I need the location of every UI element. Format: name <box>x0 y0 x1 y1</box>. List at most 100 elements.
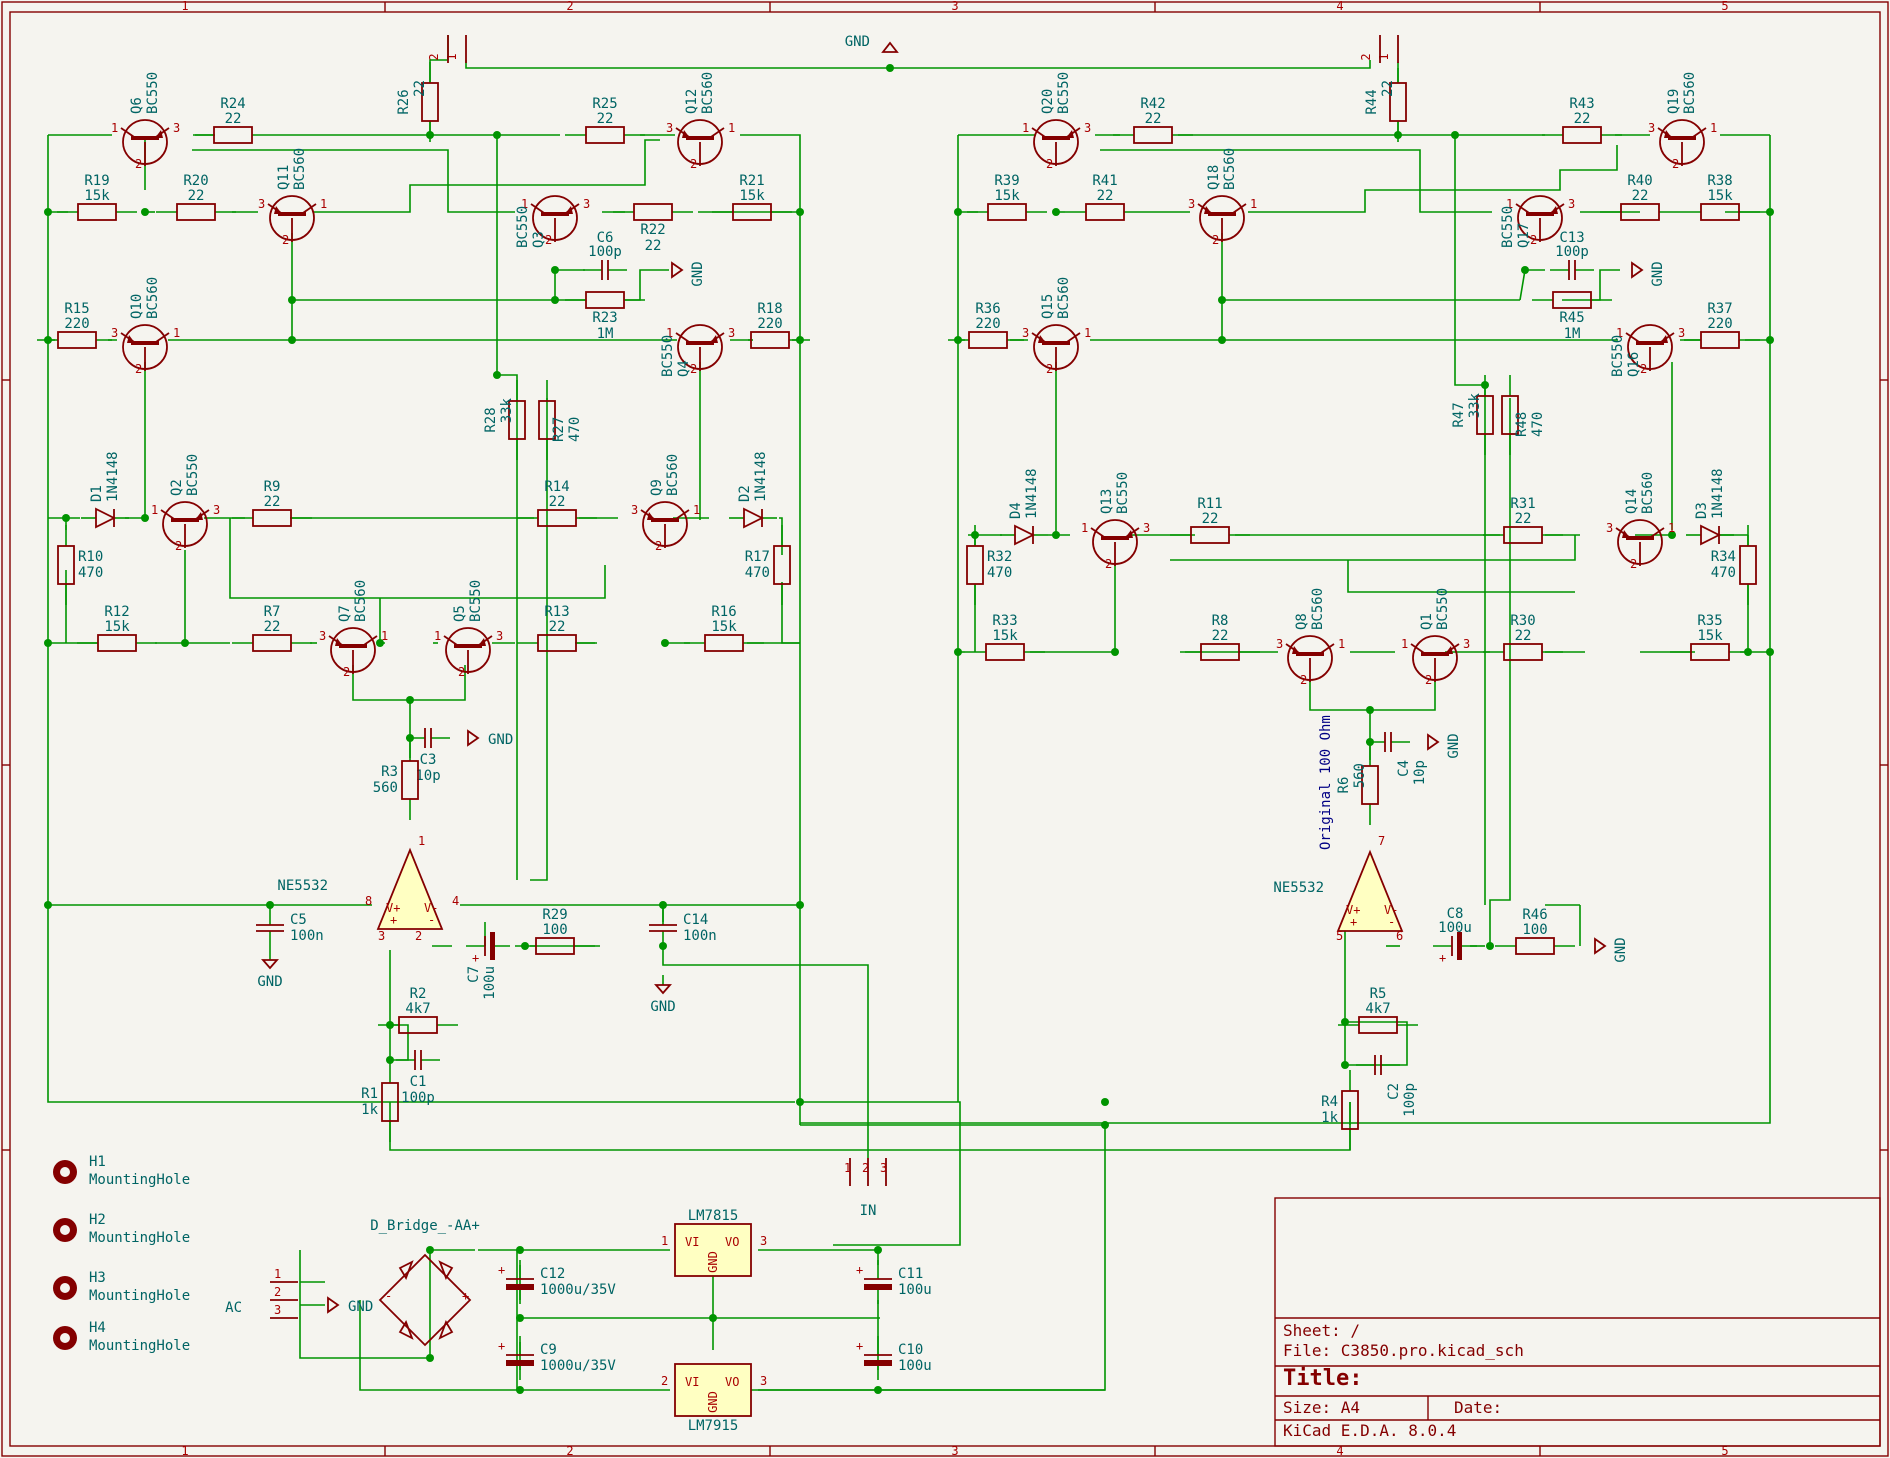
ref-R45: R45 <box>1559 310 1584 326</box>
ref-R22: R22 <box>640 222 665 238</box>
junction <box>288 296 296 304</box>
title-label: Title: <box>1283 1366 1362 1391</box>
ref-Q6: Q6 <box>129 97 145 114</box>
gnd-c6: GND <box>671 261 706 287</box>
reg1-pin1: 1 <box>661 1234 668 1248</box>
ref-Q5: Q5 <box>452 605 468 622</box>
ref-Q11: Q11 <box>276 165 292 190</box>
junction <box>1101 1121 1109 1129</box>
pin-left: 3 <box>666 121 673 135</box>
vi-pin: VI <box>685 1375 699 1389</box>
ref-Q7: Q7 <box>337 605 353 622</box>
junction <box>62 514 70 522</box>
val-Q6: BC550 <box>145 72 161 114</box>
val-R47: 33k <box>1467 392 1483 418</box>
ref-Q3: Q3 <box>531 231 547 248</box>
ref-H1: H1 <box>89 1154 106 1170</box>
pin-left: 1 <box>521 197 528 211</box>
val-R27: 470 <box>567 417 583 442</box>
junction <box>551 296 559 304</box>
ref-C6: C6 <box>597 230 614 246</box>
ref-R34: R34 <box>1711 549 1736 565</box>
wire <box>313 139 660 213</box>
ref-R27: R27 <box>551 417 567 442</box>
junction <box>1486 942 1494 950</box>
pin-right: 1 <box>1668 521 1675 535</box>
gnd-pin: GND <box>706 1391 720 1413</box>
val-C3: 10p <box>415 768 440 784</box>
junction <box>659 901 667 909</box>
wire <box>192 149 515 213</box>
pin-base: 2 <box>655 539 662 553</box>
val-C13: 100p <box>1555 244 1589 260</box>
plus-sign: + <box>856 1263 863 1277</box>
pin-right: 3 <box>213 503 220 517</box>
pin-base: 2 <box>1530 233 1537 247</box>
pin-base: 2 <box>175 539 182 553</box>
pin-left: 3 <box>258 197 265 211</box>
wire <box>1454 135 1486 440</box>
ref-H3: H3 <box>89 1270 106 1286</box>
vplus-pin: V+ <box>386 901 400 915</box>
val-D4: 1N4148 <box>1024 468 1040 519</box>
pin-right: 1 <box>173 326 180 340</box>
pin-left: 3 <box>1276 637 1283 651</box>
wire <box>625 269 669 301</box>
junction <box>426 1246 434 1254</box>
border-col-1-bottom: 1 <box>181 1444 188 1458</box>
val-Q7: BC560 <box>353 580 369 622</box>
junction <box>1766 648 1774 656</box>
ref-Q19: Q19 <box>1666 89 1682 114</box>
pin-base: 2 <box>690 362 697 376</box>
wire <box>1309 680 1436 711</box>
bridge-minus: - <box>385 1289 392 1303</box>
junction <box>1744 648 1752 656</box>
val-R4: 1k <box>1321 1110 1338 1126</box>
pin-right: 3 <box>1463 637 1470 651</box>
gnd-label: GND <box>1613 937 1629 962</box>
minus: - <box>1388 915 1395 929</box>
junction <box>874 1246 882 1254</box>
val-Q11: BC560 <box>292 148 308 190</box>
val-C8: 100u <box>1438 920 1472 936</box>
vo-pin: VO <box>725 1375 739 1389</box>
ref-Q12: Q12 <box>684 89 700 114</box>
ref-C3: C3 <box>420 752 437 768</box>
junction <box>1521 266 1529 274</box>
val-D5: D_Bridge_-AA+ <box>370 1218 480 1234</box>
pin-right: 3 <box>496 629 503 643</box>
pin-left: 3 <box>631 503 638 517</box>
ref-R17: R17 <box>745 549 770 565</box>
wire <box>295 122 431 136</box>
junction <box>796 336 804 344</box>
gnd-label: GND <box>348 1299 373 1315</box>
val-R6: 560 <box>1352 763 1368 788</box>
junction <box>44 208 52 216</box>
ref-C14: C14 <box>683 912 708 928</box>
junction <box>516 1314 524 1322</box>
val-D1: 1N4148 <box>105 451 121 502</box>
wire <box>1100 149 1492 213</box>
gnd-top: GND <box>845 34 899 53</box>
val-R17: 470 <box>745 565 770 581</box>
val-C2: 100p <box>1402 1083 1418 1117</box>
pin-2: 2 <box>1359 53 1373 60</box>
